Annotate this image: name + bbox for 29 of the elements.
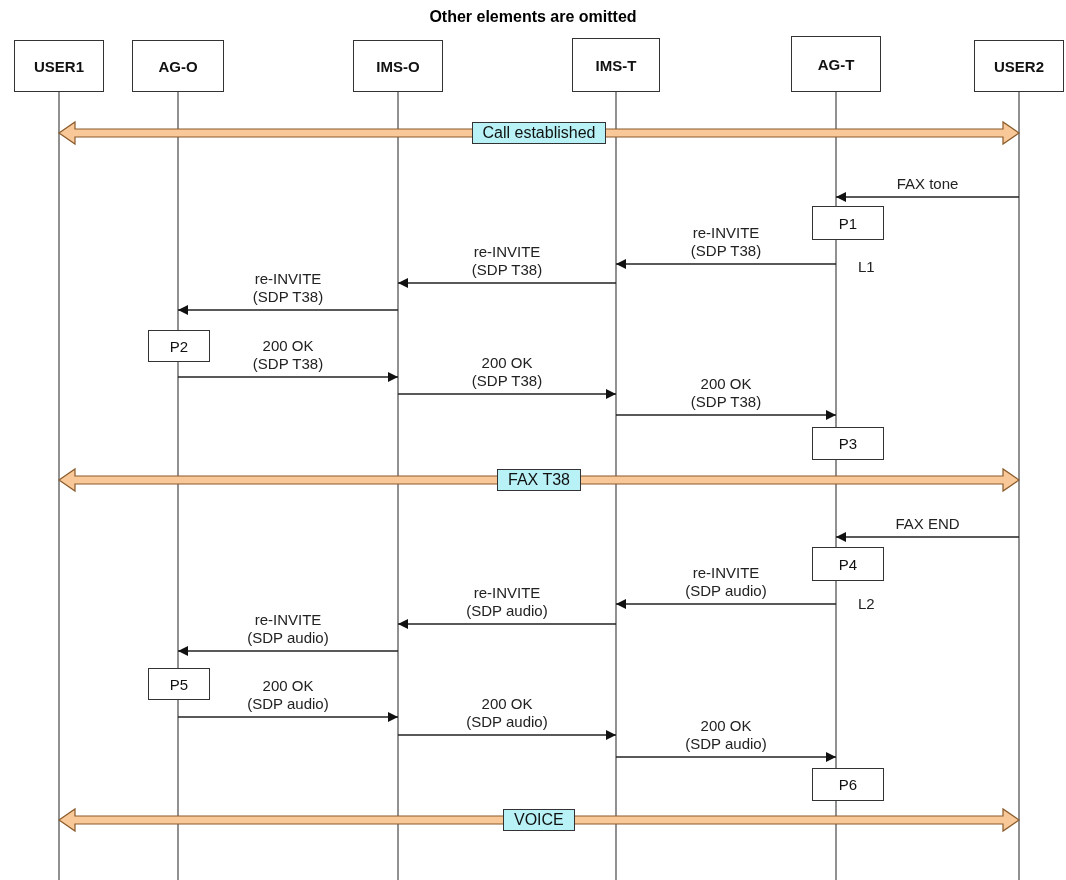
phase-label: FAX T38 bbox=[497, 469, 581, 491]
message-arrow bbox=[835, 192, 1020, 202]
participant-box: AG-T bbox=[791, 36, 881, 92]
message-arrow bbox=[615, 410, 837, 420]
message-arrow bbox=[397, 619, 617, 629]
message-arrow bbox=[615, 259, 837, 269]
phase-label: Call established bbox=[471, 122, 607, 144]
step-label: L2 bbox=[858, 595, 875, 612]
step-label: L1 bbox=[858, 258, 875, 275]
message-arrow bbox=[177, 646, 399, 656]
message-arrow bbox=[615, 599, 837, 609]
double-arrow-band bbox=[57, 120, 1021, 146]
participant-box: IMS-O bbox=[353, 40, 443, 92]
participant-box: AG-O bbox=[132, 40, 224, 92]
double-arrow-band bbox=[57, 467, 1021, 493]
diagram-title: Other elements are omitted bbox=[429, 8, 637, 25]
message-arrow bbox=[397, 730, 617, 740]
message-arrow bbox=[615, 752, 837, 762]
message-arrow bbox=[177, 712, 399, 722]
message-arrow bbox=[835, 532, 1020, 542]
participant-box: IMS-T bbox=[572, 38, 660, 92]
message-arrow bbox=[177, 305, 399, 315]
participant-box: USER1 bbox=[14, 40, 104, 92]
double-arrow-band bbox=[57, 807, 1021, 833]
message-arrow bbox=[397, 389, 617, 399]
message-arrow bbox=[397, 278, 617, 288]
message-arrow bbox=[177, 372, 399, 382]
participant-box: USER2 bbox=[974, 40, 1064, 92]
phase-label: VOICE bbox=[503, 809, 575, 831]
